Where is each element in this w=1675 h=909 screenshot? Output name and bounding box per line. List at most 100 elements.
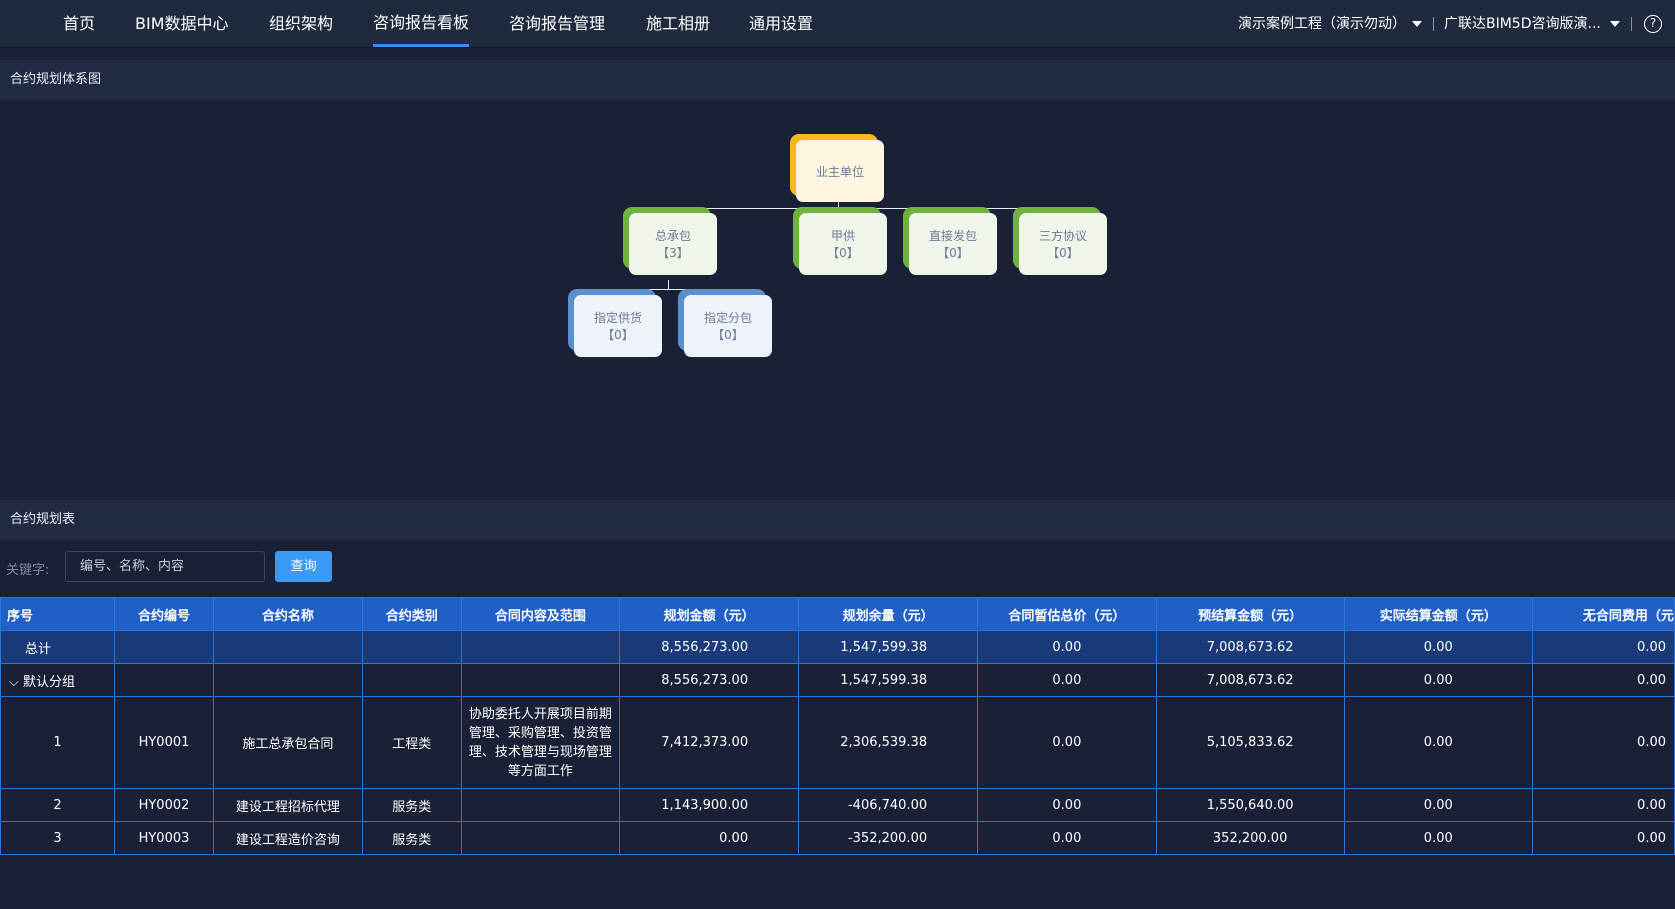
- table-row[interactable]: 3 HY0003 建设工程造价咨询 服务类 0.00 -352,200.00 0…: [0, 821, 1675, 855]
- node-count: 【3】: [657, 246, 689, 260]
- table-cell: [361, 630, 462, 664]
- table-cell: 0.00: [977, 696, 1157, 789]
- nav-bim-data-center[interactable]: BIM数据中心: [135, 14, 229, 33]
- table-cell: [361, 663, 462, 697]
- table-total-row: 总计 8,556,273.00 1,547,599.38 0.00 7,008,…: [0, 630, 1675, 664]
- table-cell: 2,306,539.38: [798, 696, 979, 789]
- table-cell: 建设工程招标代理: [212, 788, 363, 822]
- column-header: 合同内容及范围: [460, 597, 621, 631]
- table-cell: 1,550,640.00: [1155, 788, 1345, 822]
- node-count: 【0】: [712, 328, 744, 342]
- org-node-owner-supply[interactable]: 甲供 【0】: [793, 207, 887, 275]
- org-node-general-contract[interactable]: 总承包 【3】: [623, 207, 717, 275]
- node-card: 指定分包 【0】: [684, 295, 772, 357]
- table-cell: 0.00: [977, 821, 1157, 855]
- column-header: 合约名称: [212, 597, 363, 631]
- node-label: 甲供: [830, 229, 855, 243]
- table-cell: 0.00: [1531, 821, 1675, 855]
- column-header: 规划余量（元）: [798, 597, 979, 631]
- column-header: 规划金额（元）: [619, 597, 800, 631]
- table-cell: [114, 630, 214, 664]
- org-node-designated-subcontract[interactable]: 指定分包 【0】: [678, 289, 772, 357]
- node-card: 直接发包 【0】: [909, 213, 997, 275]
- node-count: 【0】: [1047, 246, 1079, 260]
- table-cell: 服务类: [361, 788, 462, 822]
- org-node-designated-supply[interactable]: 指定供货 【0】: [568, 289, 662, 357]
- nav-report-dashboard[interactable]: 咨询报告看板: [373, 13, 470, 32]
- project-name: 演示案例工程（演示勿动）: [1238, 16, 1406, 32]
- table-cell: 0.00: [1531, 630, 1675, 664]
- node-card: 业主单位: [796, 140, 884, 202]
- node-card: 甲供 【0】: [799, 213, 887, 275]
- table-cell: 7,412,373.00: [619, 696, 800, 789]
- table-cell: 0.00: [1343, 821, 1533, 855]
- project-dropdown-icon[interactable]: [1412, 21, 1422, 27]
- nav-general-settings[interactable]: 通用设置: [749, 14, 814, 33]
- column-header: 实际结算金额（元）: [1343, 597, 1533, 631]
- table-cell: 8,556,273.00: [619, 663, 800, 697]
- table-cell: 0.00: [1531, 788, 1675, 822]
- table-cell: 施工总承包合同: [212, 696, 363, 789]
- node-card: 三方协议 【0】: [1019, 213, 1107, 275]
- keyword-search-input[interactable]: 编号、名称、内容: [65, 551, 265, 582]
- column-header: 合约编号: [114, 597, 214, 631]
- table-cell: 7,008,673.62: [1155, 630, 1345, 664]
- table-cell: 总计: [0, 630, 116, 664]
- node-count: 【0】: [602, 328, 634, 342]
- table-cell: 1,547,599.38: [798, 663, 979, 697]
- node-label: 业主单位: [815, 164, 864, 179]
- help-icon[interactable]: ?: [1644, 15, 1662, 33]
- table-cell: 1,547,599.38: [798, 630, 979, 664]
- table-cell: HY0002: [114, 788, 214, 822]
- table-row[interactable]: 2 HY0002 建设工程招标代理 服务类 1,143,900.00 -406,…: [0, 788, 1675, 822]
- table-cell: 0.00: [1343, 630, 1533, 664]
- group-toggle[interactable]: ⌵ 默认分组: [0, 663, 116, 697]
- node-label: 指定分包: [703, 311, 752, 325]
- search-label: 关键字:: [6, 563, 50, 578]
- org-node-direct-contract[interactable]: 直接发包 【0】: [903, 207, 997, 275]
- project-selector[interactable]: 演示案例工程（演示勿动）: [1238, 0, 1406, 48]
- table-cell: 0.00: [977, 630, 1157, 664]
- column-header: 序号: [0, 597, 116, 631]
- divider: [1433, 17, 1434, 31]
- nav-home[interactable]: 首页: [63, 14, 96, 33]
- table-cell: [114, 663, 214, 697]
- table-cell: 0.00: [1343, 663, 1533, 697]
- company-name: 广联达BIM5D咨询版演...: [1444, 16, 1601, 32]
- column-header: 合同暂估总价（元）: [977, 597, 1157, 631]
- nav-organization[interactable]: 组织架构: [269, 14, 334, 33]
- nav-report-management[interactable]: 咨询报告管理: [509, 14, 606, 33]
- node-label: 三方协议: [1038, 229, 1087, 243]
- table-group-row[interactable]: ⌵ 默认分组 8,556,273.00 1,547,599.38 0.00 7,…: [0, 663, 1675, 697]
- group-name: 默认分组: [23, 674, 76, 690]
- chart-panel-title: 合约规划体系图: [0, 60, 1675, 100]
- org-node-tripartite[interactable]: 三方协议 【0】: [1013, 207, 1107, 275]
- node-label: 总承包: [654, 229, 691, 243]
- table-panel-title: 合约规划表: [0, 500, 1675, 540]
- table-cell: HY0001: [114, 696, 214, 789]
- column-header: 合约类别: [361, 597, 462, 631]
- connector-line: [615, 289, 722, 290]
- table-cell: 1: [0, 696, 116, 789]
- top-nav-bar: 首页 BIM数据中心 组织架构 咨询报告看板 咨询报告管理 施工相册 通用设置 …: [0, 0, 1675, 48]
- chevron-down-icon[interactable]: ⌵: [9, 674, 19, 690]
- search-button[interactable]: 查询: [275, 551, 332, 582]
- table-cell: 0.00: [977, 788, 1157, 822]
- table-cell: [460, 821, 621, 855]
- connector-line: [668, 280, 669, 289]
- table-header-row: 序号 合约编号 合约名称 合约类别 合同内容及范围 规划金额（元） 规划余量（元…: [0, 597, 1675, 631]
- table-cell: 0.00: [1531, 663, 1675, 697]
- company-dropdown-icon[interactable]: [1610, 21, 1620, 27]
- table-cell: 1,143,900.00: [619, 788, 800, 822]
- table-cell: 5,105,833.62: [1155, 696, 1345, 789]
- table-row[interactable]: 1 HY0001 施工总承包合同 工程类 协助委托人开展项目前期管理、采购管理、…: [0, 696, 1675, 789]
- nav-construction-album[interactable]: 施工相册: [646, 14, 711, 33]
- org-node-owner[interactable]: 业主单位: [790, 134, 884, 202]
- table-cell: 协助委托人开展项目前期管理、采购管理、投资管理、技术管理与现场管理等方面工作: [460, 696, 621, 789]
- table-cell: 2: [0, 788, 116, 822]
- column-header: 无合同费用（元: [1531, 597, 1675, 631]
- org-chart-area: 业主单位 总承包 【3】 甲供 【0】 直接发包 【0】 三方协议 【0】: [0, 100, 1675, 489]
- company-selector[interactable]: 广联达BIM5D咨询版演...: [1444, 0, 1601, 48]
- table-cell: [212, 663, 363, 697]
- table-cell: 工程类: [361, 696, 462, 789]
